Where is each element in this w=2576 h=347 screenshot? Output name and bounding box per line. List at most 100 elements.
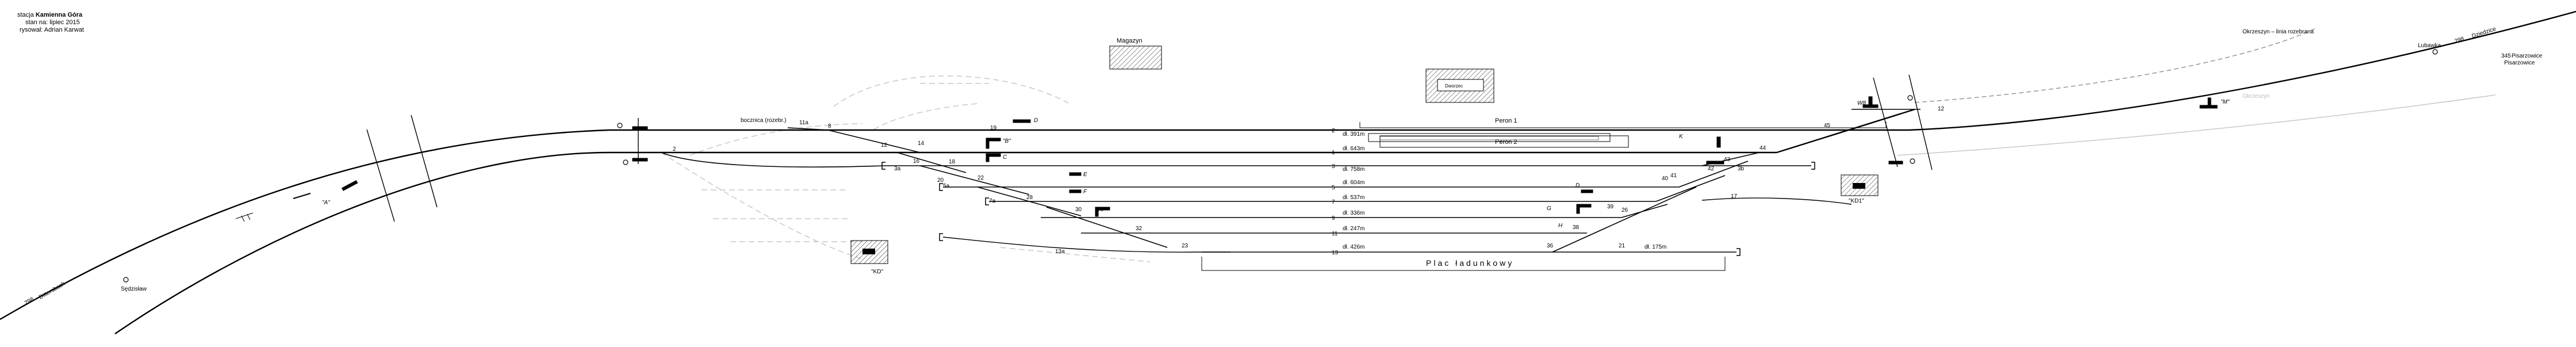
removed-branch-2 [689, 123, 863, 156]
signal-label-H: H [1558, 223, 1563, 229]
switch-8: 8 [828, 123, 831, 129]
signal-label-C: C [1003, 154, 1007, 161]
switch-42: 42 [1708, 166, 1715, 172]
labels: Magazyn Dworzec "KD" "KD1" Peron 1 Peron… [24, 26, 2543, 307]
signal-label-M: "M" [2221, 99, 2230, 105]
label-line-left: Dittersbach [38, 281, 66, 301]
switch-36-40 [1552, 186, 1697, 253]
limit-right-2 [1908, 74, 1933, 170]
mainline-track-1 [114, 151, 1777, 334]
track-num-3: 3 [1332, 163, 1335, 170]
length-track-11: dł. 247m [1343, 226, 1364, 232]
signal-M-post [2207, 97, 2211, 109]
label-right-num-2: 345 [2501, 53, 2511, 59]
switch-3a: 3a [894, 166, 901, 172]
curve-hatch-2 [293, 193, 311, 199]
switch-44: 44 [1759, 145, 1766, 151]
switch-45: 45 [1824, 123, 1831, 129]
signal-label-F: F [1083, 189, 1087, 195]
platform-2 [1379, 135, 1629, 148]
header: stacja Kamienna Góra stan na: lipiec 201… [17, 12, 84, 34]
date-line: stan na: lipiec 2015 [25, 19, 80, 26]
signal-label-G: G [1547, 205, 1551, 212]
switch-19: 19 [990, 125, 997, 131]
kd-symbol [862, 249, 875, 254]
track-num-13: 13 [1332, 250, 1339, 256]
siding-bocznica [787, 127, 829, 131]
platform-1 [1368, 133, 1611, 142]
switch-28: 28 [1026, 195, 1033, 201]
platform-1-edge [1359, 122, 1887, 128]
track-num-7: 7 [1332, 199, 1335, 205]
marker-halt-2 [2432, 49, 2438, 55]
faded-mainline [1897, 94, 2496, 156]
signal-label-K: K [1679, 134, 1684, 140]
switch-21: 21 [1619, 243, 1626, 249]
title-prefix: stacja [17, 12, 34, 18]
switch-23: 23 [1182, 243, 1189, 249]
removed-track-low [1000, 247, 1151, 262]
removed-branch-1 [873, 103, 978, 130]
signal-label-B: "B" [1003, 138, 1011, 144]
loading-yard [1201, 257, 1726, 271]
switch-26: 26 [1621, 207, 1628, 213]
length-yard: dł. 175m [1644, 244, 1666, 250]
removed-tracks [661, 75, 1151, 262]
signal-C [988, 153, 1001, 157]
label-bocznica: bocznica (rozebr.) [741, 117, 786, 124]
label-okrzeszyn-note: Okrzeszyn – linia rozebrana [2242, 29, 2314, 35]
marker-left-2 [623, 159, 628, 165]
author-line: rysował: Adrian Karwat [20, 26, 84, 33]
switch-7a: 7a [989, 198, 996, 204]
switch-36: 36 [1547, 243, 1554, 249]
platforms [1201, 122, 1887, 271]
label-peron-1: Peron 1 [1495, 117, 1517, 124]
removed-siding-magazyn [833, 75, 1070, 107]
signal-B [988, 138, 1001, 142]
signal-entry-left-upper [632, 126, 648, 130]
switch-30: 30 [1075, 207, 1082, 213]
length-track-7: dł. 537m [1343, 195, 1364, 201]
switch-38: 38 [1573, 224, 1580, 231]
platform-1-inner [1379, 136, 1599, 140]
signal-W8-post [1868, 96, 1873, 105]
label-okrzeszyn-faded: Okrzeszyn [2242, 93, 2270, 100]
label-dworzec: Dworzec [1445, 83, 1463, 89]
building-magazyn [1109, 45, 1162, 70]
length-track-9: dł. 336m [1343, 210, 1364, 216]
signal-F [1069, 189, 1082, 193]
label-right-station-3: Pisarzowice [2504, 60, 2535, 66]
switch-20-24 [919, 165, 1030, 195]
track-num-9: 9 [1332, 215, 1335, 222]
label-right-num: 298 [2454, 36, 2466, 45]
label-kd: "KD" [871, 269, 883, 275]
signal-W4-post [1095, 207, 1099, 217]
track-num-12: 12 [1938, 106, 1945, 112]
track-17 [1701, 197, 1852, 205]
length-track-1: dł. 643m [1343, 146, 1364, 152]
buffer-13-right [1736, 248, 1741, 256]
label-right-line: Dziedzice [2471, 26, 2497, 40]
switch-16-18 [896, 152, 967, 173]
limit-left-1 [411, 115, 438, 208]
buffer-stops [881, 162, 1815, 256]
switch-18: 18 [949, 159, 956, 165]
label-kd1: "KD1" [1849, 198, 1864, 204]
label-peron-2: Peron 2 [1495, 139, 1517, 146]
label-magazyn: Magazyn [1117, 37, 1143, 44]
building-signs [862, 183, 1865, 254]
switch-32: 32 [1136, 226, 1143, 232]
switch-43: 43 [1724, 157, 1731, 163]
switch-39: 39 [1607, 204, 1614, 210]
track-num-2: 2 [1332, 128, 1335, 134]
switch-41: 41 [1670, 173, 1677, 179]
buffer-5 [939, 183, 943, 191]
label-right-station-2: Pisarzowice [2512, 53, 2543, 59]
signal-H-post [1576, 204, 1580, 214]
label-plac: Plac ładunkowy [1426, 258, 1514, 268]
switch-5a: 5a [943, 183, 950, 189]
curve-hatch-1 [235, 212, 254, 222]
signal-entry-left-lower [632, 158, 648, 162]
switch-diagonals [661, 127, 1760, 253]
station-name: Kamienna Góra [35, 12, 83, 18]
